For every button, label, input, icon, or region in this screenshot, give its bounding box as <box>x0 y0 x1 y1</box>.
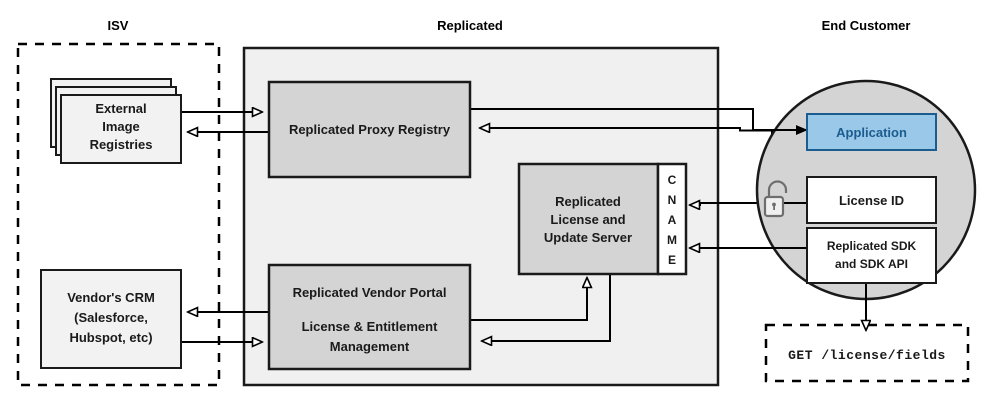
replicated-proxy-registry-box[interactable] <box>267 80 472 179</box>
group-title-replicated: Replicated <box>437 18 503 33</box>
application-label: Application <box>836 125 907 140</box>
vendor-portal-label-line3: Management <box>330 339 410 354</box>
cname-strip[interactable] <box>656 162 688 276</box>
proxy-registry-label: Replicated Proxy Registry <box>289 122 451 137</box>
api-request-box <box>764 323 970 383</box>
license-id-box[interactable] <box>806 176 937 224</box>
vendors-crm-box[interactable] <box>40 269 182 369</box>
edge-license-server-to-portal <box>482 272 611 341</box>
cname-letter-a: A <box>668 213 677 227</box>
crm-label-line1: Vendor's CRM <box>67 290 155 305</box>
registries-label-line3: Registries <box>90 137 153 152</box>
registries-label-line2: Image <box>102 119 140 134</box>
crm-label-line2: (Salesforce, <box>74 310 148 325</box>
cname-letter-n: N <box>668 193 677 207</box>
cname-letter-c: C <box>668 173 677 187</box>
api-request-label: GET /license/fields <box>788 348 946 363</box>
replicated-license-update-server-box[interactable] <box>517 162 660 276</box>
license-server-label-line2: License and <box>550 212 625 227</box>
license-server-label-line1: Replicated <box>555 194 621 209</box>
replicated-vendor-portal-box[interactable] <box>267 263 472 371</box>
replicated-sdk-label-line2: and SDK API <box>835 257 908 271</box>
group-title-end-customer: End Customer <box>822 18 911 33</box>
cname-letter-m: M <box>667 233 677 247</box>
replicated-sdk-box[interactable] <box>806 227 937 284</box>
edge-licenseid-to-cname <box>690 203 807 205</box>
cname-letter-e: E <box>668 253 676 267</box>
license-id-label: License ID <box>839 193 904 208</box>
group-title-isv: ISV <box>108 18 129 33</box>
registries-label-line1: External <box>95 101 146 116</box>
application-box[interactable] <box>806 113 937 151</box>
edge-portal-to-license-server <box>470 278 587 321</box>
external-image-registries-box[interactable] <box>50 78 182 164</box>
unlocked-padlock-icon <box>763 180 788 218</box>
crm-label-line3: Hubspot, etc) <box>69 330 152 345</box>
replicated-sdk-label-line1: Replicated SDK <box>827 239 917 253</box>
vendor-portal-label-line2: License & Entitlement <box>302 319 438 334</box>
vendor-portal-label-line1: Replicated Vendor Portal <box>293 285 447 300</box>
license-server-label-line3: Update Server <box>544 230 632 245</box>
